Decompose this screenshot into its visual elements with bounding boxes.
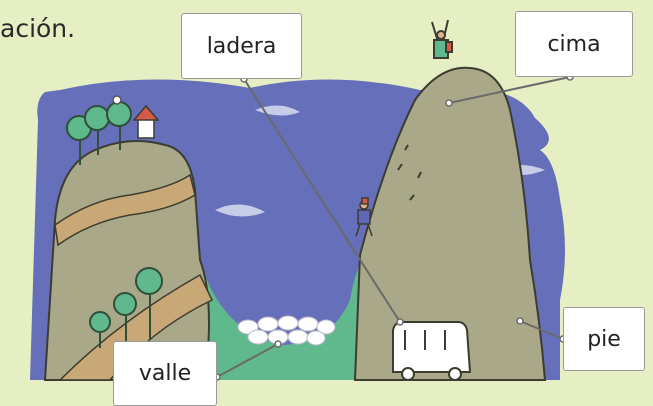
trees-top [66, 101, 132, 165]
valley-ground [190, 255, 370, 380]
right-mountain [353, 66, 547, 381]
marker-dot [112, 95, 122, 105]
climbing-holds [397, 144, 422, 201]
leader-valle [216, 343, 279, 378]
climber-top [431, 19, 453, 59]
car [392, 321, 472, 381]
label-valle: valle [113, 341, 217, 406]
label-ladera: ladera [181, 13, 302, 79]
house [132, 104, 160, 139]
label-cima: cima [515, 11, 633, 77]
valley-stones [237, 315, 336, 346]
climber-slope [355, 197, 373, 237]
mountain-path [54, 173, 196, 247]
trees-bottom [89, 267, 163, 348]
leader-cima [448, 76, 571, 104]
label-pie: pie [563, 307, 645, 371]
heading-fragment: ación. [0, 14, 76, 43]
leader-ladera [243, 78, 401, 323]
cloud [215, 204, 265, 217]
leader-lines [216, 76, 571, 378]
leader-pie [519, 320, 564, 340]
